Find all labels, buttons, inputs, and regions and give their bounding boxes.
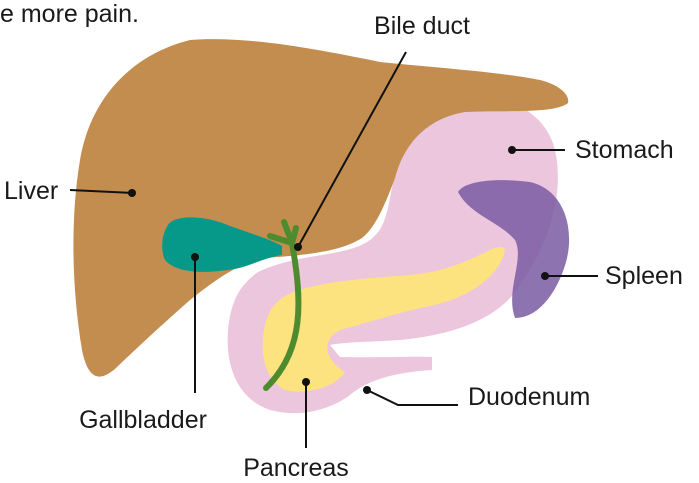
- label-bile-duct: Bile duct: [374, 12, 470, 40]
- intro-text-fragment: e more pain.: [0, 0, 139, 28]
- label-gallbladder: Gallbladder: [79, 406, 207, 434]
- label-pancreas: Pancreas: [243, 454, 349, 482]
- leader-duodenum: [363, 386, 458, 405]
- label-stomach: Stomach: [575, 136, 674, 164]
- label-liver: Liver: [4, 177, 58, 205]
- label-duodenum: Duodenum: [468, 383, 590, 411]
- label-spleen: Spleen: [605, 262, 683, 290]
